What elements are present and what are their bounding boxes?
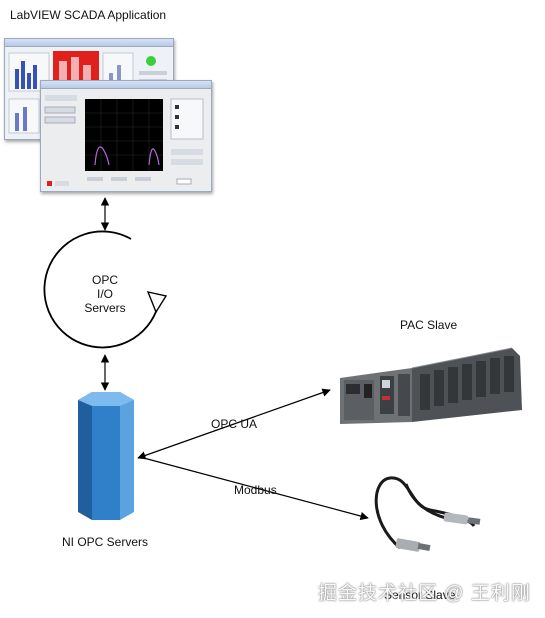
window-titlebar (5, 39, 173, 47)
pac-slave-label: PAC Slave (400, 318, 458, 332)
opc-io-line1: OPC (91, 273, 118, 287)
sensor-slave-label: Sensor Slave (384, 588, 456, 602)
scada-back-contents (8, 51, 167, 134)
opc-ua-link (137, 388, 331, 460)
opc-cycle-arc (43, 230, 159, 349)
opc-io-line3: Servers (84, 301, 126, 315)
scada-title: LabVIEW SCADA Application (10, 8, 167, 22)
opc-ua-label: OPC UA (211, 417, 258, 431)
window-titlebar (41, 81, 211, 89)
opc-io-servers-label: OPC I/O Servers (75, 273, 135, 315)
modbus-label: Modbus (234, 483, 277, 497)
modbus-link (139, 456, 369, 521)
scada-window-front (40, 80, 212, 192)
opc-cycle-arrowhead (146, 291, 168, 314)
scada-front-contents (44, 95, 204, 186)
watermark-text: 掘金技术社区 @ 王利刚 (318, 583, 531, 604)
ni-opc-servers-label: NI OPC Servers (62, 535, 149, 549)
opc-io-line2: I/O (96, 287, 113, 301)
